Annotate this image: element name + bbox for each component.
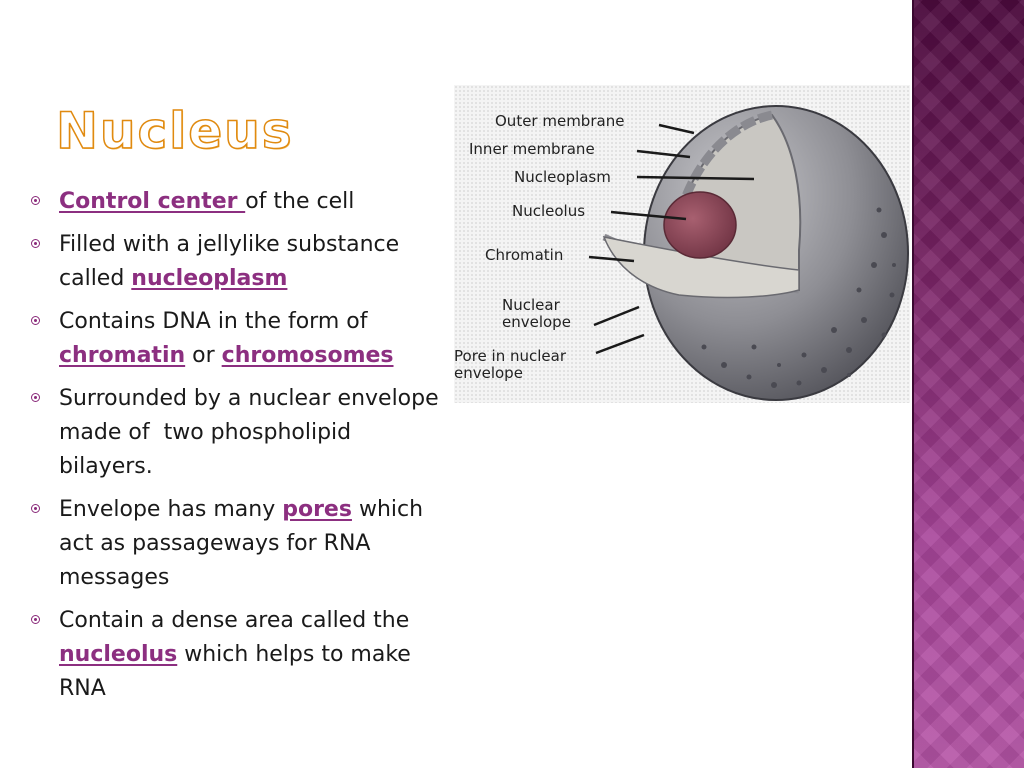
bullet-text: Contains DNA in the form of — [59, 309, 368, 334]
bullet-item: Surrounded by a nuclear envelope made of… — [30, 382, 450, 484]
bullet-item: Contains DNA in the form of chromatin or… — [30, 305, 450, 373]
label-pore-line1: Pore in nuclear — [454, 347, 566, 365]
keyword-link[interactable]: nucleoplasm — [131, 266, 288, 291]
slide-title: Nucleus — [55, 101, 294, 161]
label-inner-membrane: Inner membrane — [469, 140, 595, 158]
label-nuclear-envelope: Nuclear envelope — [502, 297, 571, 331]
bullet-item: Contain a dense area called the nucleolu… — [30, 604, 450, 706]
bullet-icon — [31, 316, 40, 325]
bullet-text: Filled with a jellylike substance called — [59, 232, 400, 291]
bullet-icon — [31, 615, 40, 624]
nucleus-diagram: Outer membrane Inner membrane Nucleoplas… — [454, 85, 910, 403]
keyword-link[interactable]: chromatin — [59, 343, 186, 368]
nucleolus-shape — [663, 191, 737, 259]
label-pore: Pore in nuclear envelope — [454, 348, 566, 382]
bullet-text: or — [185, 343, 222, 368]
pore-dots — [701, 207, 896, 388]
keyword-link[interactable]: chromosomes — [221, 343, 394, 368]
bullet-item: Envelope has many pores which act as pas… — [30, 493, 450, 595]
decorative-side-band — [912, 0, 1024, 768]
bullet-icon — [31, 239, 40, 248]
bullet-text: which act as passageways for RNA message… — [59, 497, 424, 590]
label-chromatin: Chromatin — [485, 246, 564, 264]
label-nucleolus: Nucleolus — [512, 202, 586, 220]
bullet-text: which helps to make RNA — [59, 642, 411, 701]
bullet-text: Contain a dense area called the — [59, 608, 410, 633]
label-pore-line2: envelope — [454, 364, 523, 382]
leader-lines — [588, 123, 755, 355]
bullet-icon — [31, 504, 40, 513]
bullet-text: Surrounded by a nuclear envelope made of… — [59, 386, 446, 479]
bullet-item: Filled with a jellylike substance called… — [30, 228, 450, 296]
bullet-icon — [31, 393, 40, 402]
keyword-link[interactable]: Control center — [59, 189, 246, 214]
nucleus-illustration — [588, 105, 909, 401]
label-nuclear-envelope-line1: Nuclear — [502, 296, 560, 314]
bullet-item: Control center of the cell — [30, 185, 450, 219]
double-membrane-rim — [671, 110, 774, 236]
label-nuclear-envelope-line2: envelope — [502, 313, 571, 331]
bullet-text: of the cell — [245, 189, 355, 214]
keyword-link[interactable]: pores — [282, 497, 352, 522]
label-outer-membrane: Outer membrane — [495, 112, 625, 130]
bullet-list: Control center of the cell Filled with a… — [30, 185, 450, 715]
label-nucleoplasm: Nucleoplasm — [514, 168, 611, 186]
keyword-link[interactable]: nucleolus — [59, 642, 178, 667]
bullet-text: Envelope has many — [59, 497, 283, 522]
bullet-icon — [31, 196, 40, 205]
